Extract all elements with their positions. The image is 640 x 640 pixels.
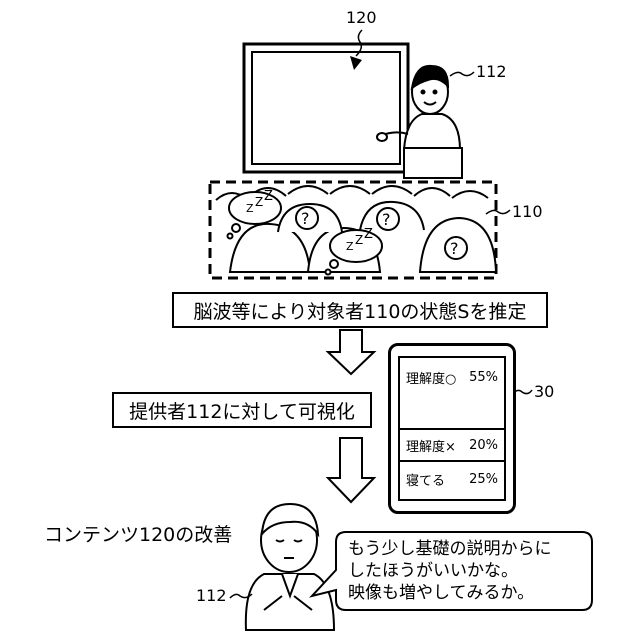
presenter-ref-leader xyxy=(450,72,474,76)
speech-line-1: もう少し基礎の説明からに xyxy=(348,538,578,560)
question-circle-3: ? xyxy=(445,237,467,259)
phone-row-label: 理解度× xyxy=(406,436,456,455)
ref-presenter-bottom: 112 xyxy=(196,586,227,605)
step-visualize-label: 提供者112に対して可視化 xyxy=(112,392,372,428)
ref-presenter: 112 xyxy=(476,62,507,81)
presentation-screen xyxy=(244,44,408,172)
phone-row-understood: 理解度○ 55% xyxy=(400,368,504,387)
phone-row-label: 寝てる xyxy=(406,470,445,489)
down-arrow-1 xyxy=(342,278,362,292)
step-improve-label: コンテンツ120の改善 xyxy=(44,520,232,547)
question-mark-3: ? xyxy=(450,239,459,258)
speech-bubble: もう少し基礎の説明からに したほうがいいかな。 映像も増やしてみるか。 xyxy=(338,532,588,608)
speech-line-3: 映像も増やしてみるか。 xyxy=(348,582,578,604)
question-circle-1: ? xyxy=(296,207,318,229)
sleep-z-5: Z xyxy=(355,233,363,247)
down-arrow-2 xyxy=(328,330,374,374)
sleep-z-3: Z xyxy=(264,189,273,204)
presenter-bottom-figure xyxy=(246,504,334,630)
phone-row-value: 55% xyxy=(469,370,498,385)
ref-audience: 110 xyxy=(512,202,543,221)
sleep-z-2: Z xyxy=(255,195,263,209)
down-arrow-3 xyxy=(328,438,374,502)
podium xyxy=(404,148,462,178)
sleep-z-4: Z xyxy=(346,240,354,253)
phone-row-value: 25% xyxy=(469,472,498,487)
question-mark-1: ? xyxy=(301,209,310,228)
phone-row-value: 20% xyxy=(469,438,498,453)
speech-line-2: したほうがいいかな。 xyxy=(348,560,578,582)
ref-screen: 120 xyxy=(346,8,377,27)
phone-row-not-understood: 理解度× 20% xyxy=(400,436,504,455)
sleep-z-1: Z xyxy=(246,202,254,215)
phone-divider xyxy=(400,460,504,462)
sleep-z-6: Z xyxy=(364,227,373,242)
question-circle-2: ? xyxy=(377,208,399,230)
phone-row-sleeping: 寝てる 25% xyxy=(400,470,504,489)
phone-divider xyxy=(400,428,504,430)
question-mark-2: ? xyxy=(382,210,391,229)
phone-row-label: 理解度○ xyxy=(406,368,456,387)
ref-phone: 30 xyxy=(534,382,554,401)
smartphone: 理解度○ 55% 理解度× 20% 寝てる 25% xyxy=(388,343,516,514)
phone-screen: 理解度○ 55% 理解度× 20% 寝てる 25% xyxy=(398,356,506,501)
step-estimate-label: 脳波等により対象者110の状態Sを推定 xyxy=(172,292,548,328)
